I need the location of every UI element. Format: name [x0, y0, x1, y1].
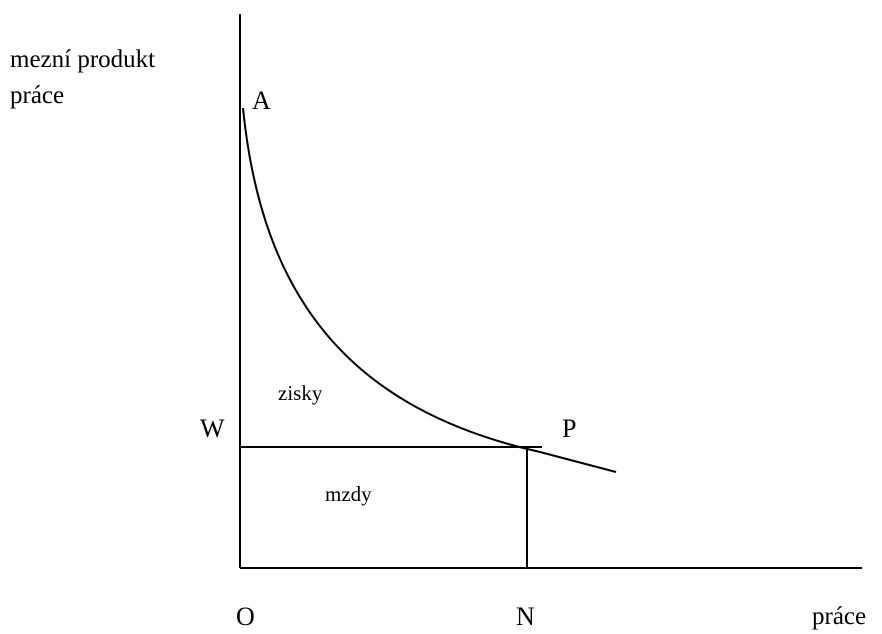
point-label-n: N	[516, 602, 535, 631]
point-label-p: P	[562, 414, 577, 443]
profits-area-label: zisky	[278, 381, 323, 405]
y-axis-label-line2: práce	[10, 82, 65, 109]
x-axis-label: práce	[812, 603, 867, 630]
point-label-o: O	[236, 602, 255, 631]
wages-area-label: mzdy	[325, 482, 372, 506]
point-label-a: A	[252, 86, 271, 115]
point-label-w: W	[200, 414, 225, 443]
marginal-product-curve	[242, 107, 617, 473]
y-axis-label-line1: mezní produkt	[10, 46, 156, 73]
